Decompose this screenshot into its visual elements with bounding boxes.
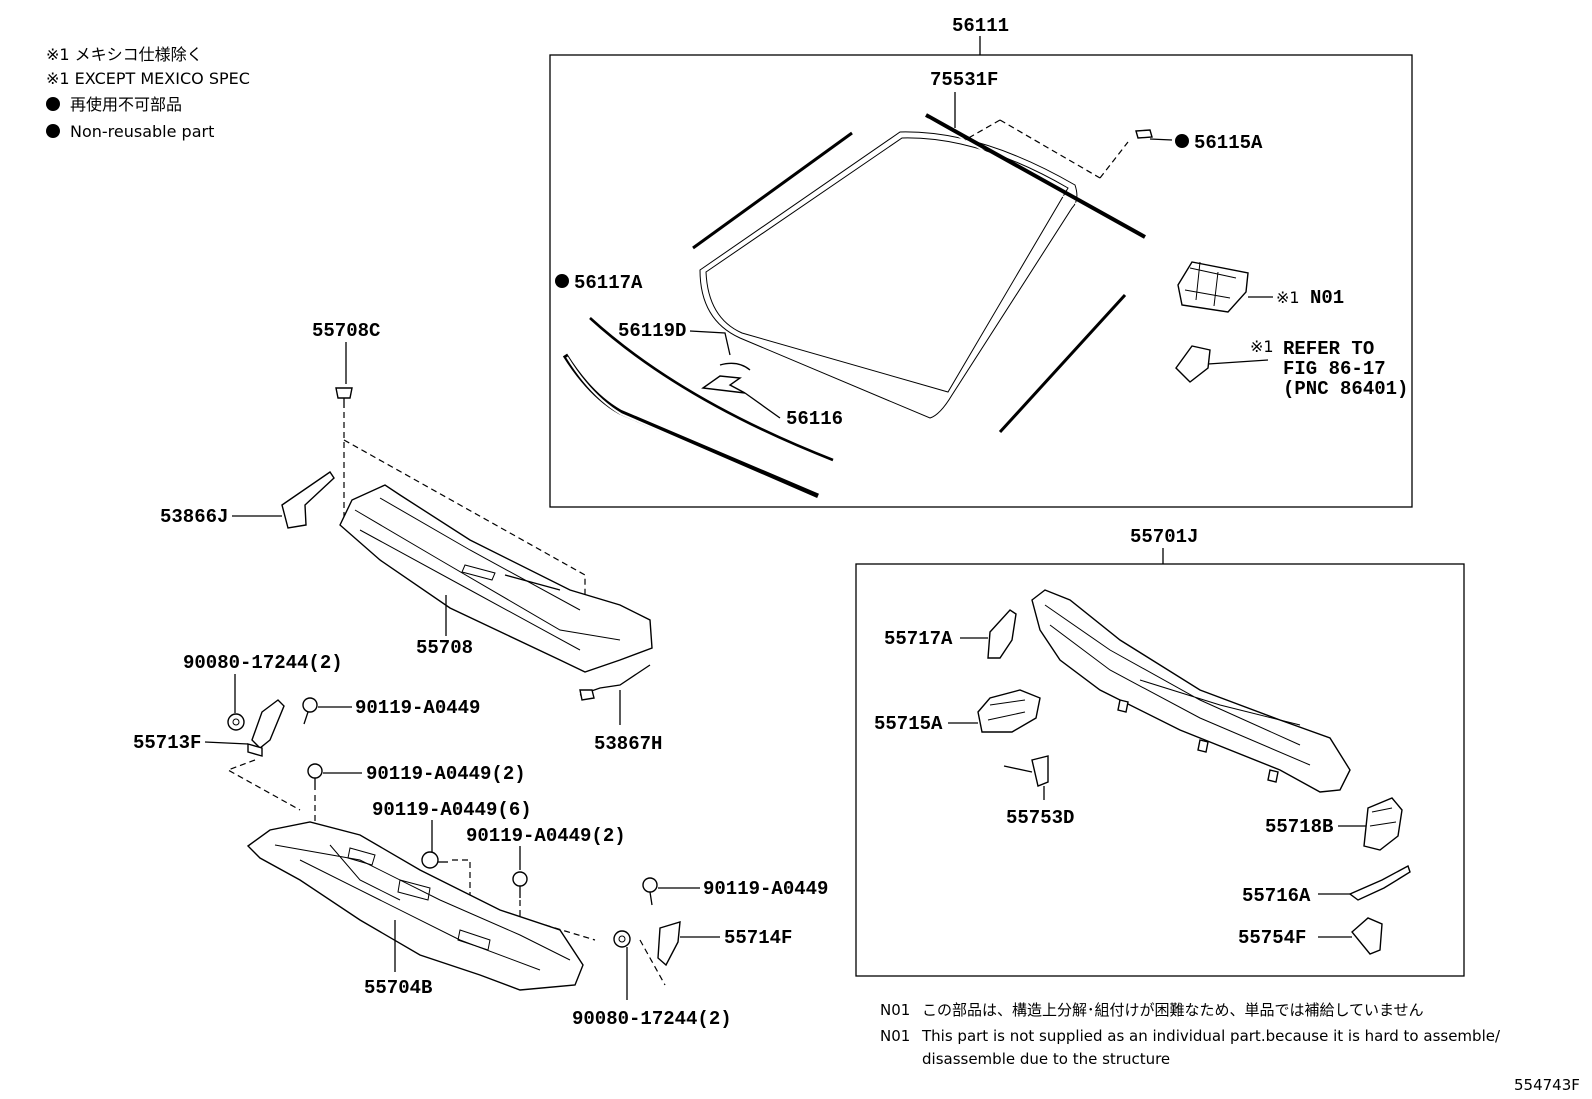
part-55717A[interactable]	[987, 609, 1017, 659]
label-55716A[interactable]: 55716A	[1242, 885, 1311, 907]
label-90080-top[interactable]: 90080-17244(2)	[183, 652, 343, 674]
non-reusable-dot-icon	[555, 274, 569, 288]
non-reusable-dot-icon	[46, 124, 60, 138]
non-reusable-dot-icon	[46, 97, 60, 111]
footnotes: N01 この部品は、構造上分解･組付けが困難なため、単品では補給していません N…	[880, 1001, 1580, 1094]
label-90119-b[interactable]: 90119-A0449(2)	[366, 763, 526, 785]
legend-except-mexico-en: ※1 EXCEPT MEXICO SPEC	[46, 69, 250, 88]
part-55716A[interactable]	[1348, 864, 1411, 901]
left-side-moulding[interactable]	[692, 131, 853, 250]
bracket-N01[interactable]	[1177, 261, 1249, 313]
label-55708C[interactable]: 55708C	[312, 320, 380, 342]
legend-except-mexico-jp: ※1 メキシコ仕様除く	[46, 45, 203, 64]
clip-56115A[interactable]	[1135, 129, 1153, 139]
label-55704B[interactable]: 55704B	[364, 977, 432, 999]
label-75531F[interactable]: 75531F	[930, 69, 998, 91]
label-55753D[interactable]: 55753D	[1006, 807, 1074, 829]
dam-56117A[interactable]	[589, 317, 834, 462]
label-refer-to: REFER TO	[1283, 338, 1374, 360]
label-53866J[interactable]: 53866J	[160, 506, 228, 528]
label-56115A[interactable]: 56115A	[1194, 132, 1263, 154]
bolt-90119-b[interactable]	[307, 763, 323, 779]
nut-90080[interactable]	[227, 713, 245, 731]
figure-id: 554743F	[1514, 1076, 1580, 1094]
part-55753D[interactable]	[1031, 755, 1049, 787]
label-90119-a[interactable]: 90119-A0449	[355, 697, 480, 719]
footnote-en-line2: disassemble due to the structure	[922, 1050, 1170, 1068]
windshield-group-box	[549, 54, 1413, 508]
label-56119D[interactable]: 56119D	[618, 320, 686, 342]
legend: ※1 メキシコ仕様除く ※1 EXCEPT MEXICO SPEC 再使用不可部…	[46, 45, 250, 141]
footnote-code-1: N01	[880, 1001, 910, 1019]
part-55754F[interactable]	[1351, 917, 1383, 955]
label-55715A[interactable]: 55715A	[874, 713, 943, 735]
label-N01[interactable]: N01	[1310, 287, 1344, 309]
cowl-top-group: 55708C 53866J 55708 53867H	[160, 320, 662, 755]
label-55701J[interactable]: 55701J	[1130, 526, 1198, 548]
part-55715A[interactable]	[977, 689, 1041, 733]
bolt-90119-e[interactable]	[642, 877, 658, 893]
bolt-90119-c[interactable]	[421, 851, 439, 869]
lower-moulding[interactable]	[562, 353, 819, 499]
label-55718B[interactable]: 55718B	[1265, 816, 1333, 838]
label-90119-c[interactable]: 90119-A0449(6)	[372, 799, 532, 821]
label-90119-d[interactable]: 90119-A0449(2)	[466, 825, 626, 847]
windshield-group: 56111 75531F 56115A 56117A 56119D	[549, 15, 1413, 508]
label-90119-e[interactable]: 90119-A0449	[703, 878, 828, 900]
label-pnc[interactable]: (PNC 86401)	[1283, 378, 1408, 400]
label-55714F[interactable]: 55714F	[724, 927, 792, 949]
label-90080-bot[interactable]: 90080-17244(2)	[572, 1008, 732, 1030]
cowl-louver-main[interactable]	[1031, 589, 1351, 793]
bolt-90119-d[interactable]	[512, 871, 528, 887]
label-55717A[interactable]: 55717A	[884, 628, 953, 650]
cowl-assembly-group: 55701J 55717A 55715A 55753D 55718B 55716…	[855, 526, 1465, 977]
label-fig[interactable]: FIG 86-17	[1283, 358, 1386, 380]
cowl-panel-55708[interactable]	[339, 484, 653, 673]
label-55708[interactable]: 55708	[416, 637, 473, 659]
n01-mark: ※1	[1276, 288, 1300, 307]
right-side-moulding[interactable]	[998, 293, 1127, 434]
cowl-lower-panel-55704B[interactable]	[246, 821, 584, 991]
bracket-55714F[interactable]	[657, 921, 681, 967]
clip-55708C[interactable]	[335, 387, 353, 399]
cowl-lower-group: 55704B	[246, 821, 584, 999]
bracket-55713F[interactable]	[251, 699, 285, 749]
part-56116[interactable]	[701, 375, 746, 394]
footnote-code-2: N01	[880, 1027, 910, 1045]
refer-mark: ※1	[1250, 337, 1274, 356]
label-56116[interactable]: 56116	[786, 408, 843, 430]
label-56111[interactable]: 56111	[952, 15, 1009, 37]
non-reusable-dot-icon	[1175, 134, 1189, 148]
fastener-group: 90080-17244(2) 55713F 90119-A0449 90119-…	[133, 652, 828, 1030]
seal-53866J[interactable]	[281, 471, 335, 529]
sensor-cover[interactable]	[1175, 345, 1211, 383]
label-55754F[interactable]: 55754F	[1238, 927, 1306, 949]
label-53867H[interactable]: 53867H	[594, 733, 662, 755]
legend-non-reusable-en: Non-reusable part	[70, 122, 214, 141]
bolt-90119-a[interactable]	[302, 697, 318, 713]
footnote-en-line1: This part is not supplied as an individu…	[921, 1027, 1501, 1045]
footnote-jp: この部品は、構造上分解･組付けが困難なため、単品では補給していません	[922, 1001, 1424, 1019]
legend-non-reusable-jp: 再使用不可部品	[70, 95, 182, 114]
top-moulding[interactable]	[925, 113, 1146, 239]
label-55713F[interactable]: 55713F	[133, 732, 201, 754]
cowl-assembly-box	[855, 563, 1465, 977]
nut-90080-bot[interactable]	[613, 930, 631, 948]
label-56117A[interactable]: 56117A	[574, 272, 643, 294]
